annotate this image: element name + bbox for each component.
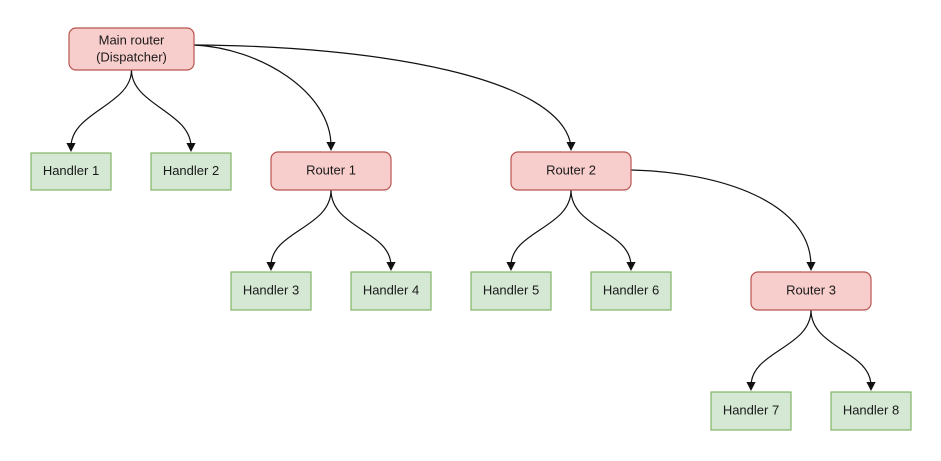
arrow-handler-4-icon [386,262,396,271]
arrow-router-2-icon [566,142,576,151]
arrow-router-1-icon [326,142,336,151]
arrow-handler-2-icon [186,143,196,152]
edge-router-3-to-handler-8 [810,309,872,387]
node-router-3[interactable]: Router 3 [750,271,872,311]
arrow-handler-6-icon [626,262,636,271]
node-handler-7[interactable]: Handler 7 [710,391,792,431]
handler-2-box[interactable] [150,152,232,191]
handler-6-box[interactable] [590,271,672,311]
node-handler-6[interactable]: Handler 6 [590,271,672,311]
router-3-box[interactable] [750,271,872,311]
edge-router-2-to-router-3 [630,169,812,267]
handler-8-box[interactable] [830,391,912,431]
node-handler-3[interactable]: Handler 3 [230,271,312,311]
arrow-router-3-icon [806,262,816,271]
node-handler-8[interactable]: Handler 8 [830,391,912,431]
node-handler-2[interactable]: Handler 2 [150,152,232,191]
handler-3-box[interactable] [230,271,312,311]
handler-1-box[interactable] [30,152,112,191]
arrow-handler-7-icon [746,382,756,391]
edges-layer [70,44,872,387]
node-router-2[interactable]: Router 2 [510,151,632,191]
edge-router-1-to-handler-4 [330,189,392,267]
edge-router-1-to-handler-3 [270,189,332,267]
router-1-box[interactable] [270,151,392,191]
handler-4-box[interactable] [350,271,432,311]
handler-5-box[interactable] [470,271,552,311]
edge-main-to-handler-2 [130,69,192,148]
nodes-layer: Main router(Dispatcher) Handler 1 Handler … [30,27,912,431]
arrow-handler-3-icon [266,262,276,271]
node-handler-5[interactable]: Handler 5 [470,271,552,311]
edge-main-to-router-1 [193,44,332,147]
main-router-box[interactable] [68,27,195,71]
edge-router-2-to-handler-6 [570,189,632,267]
node-handler-1[interactable]: Handler 1 [30,152,112,191]
arrow-handler-8-icon [866,382,876,391]
edge-router-3-to-handler-7 [750,309,812,387]
edge-router-2-to-handler-5 [510,189,572,267]
node-router-1[interactable]: Router 1 [270,151,392,191]
handler-7-box[interactable] [710,391,792,431]
edge-main-to-router-2 [193,44,572,147]
node-handler-4[interactable]: Handler 4 [350,271,432,311]
router-2-box[interactable] [510,151,632,191]
arrowheads-layer [66,142,876,391]
edge-main-to-handler-1 [70,69,133,148]
arrow-handler-1-icon [66,143,76,152]
node-main-router[interactable]: Main router(Dispatcher) [68,27,195,71]
arrow-handler-5-icon [506,262,516,271]
